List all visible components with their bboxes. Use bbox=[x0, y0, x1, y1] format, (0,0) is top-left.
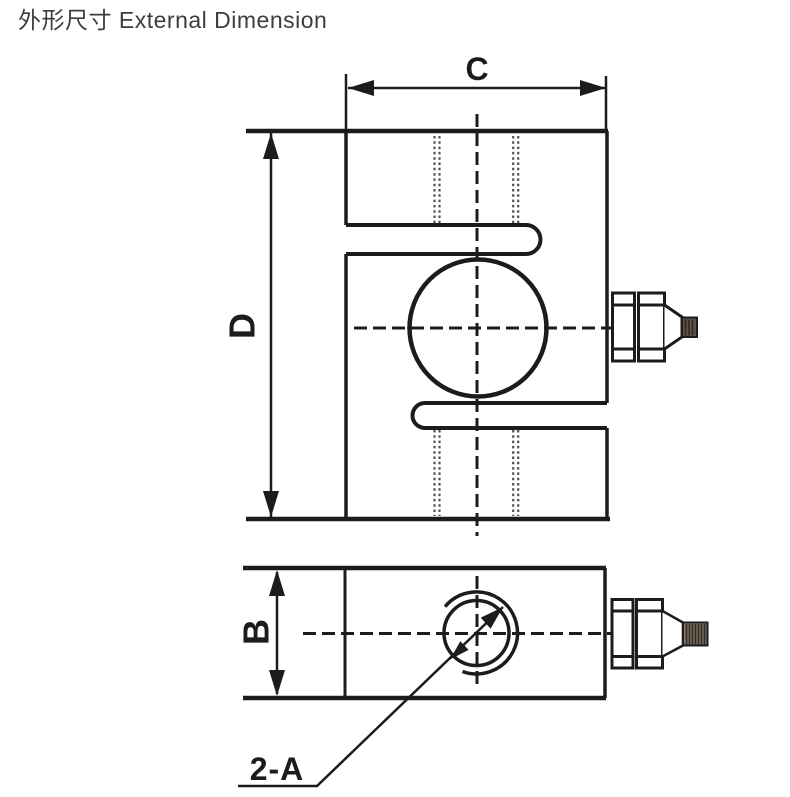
thread-callout-leader bbox=[238, 606, 504, 788]
gland-nut-1 bbox=[611, 291, 636, 363]
upper-slot bbox=[346, 223, 543, 256]
b-arrow-top bbox=[269, 570, 285, 596]
page-title: 外形尺寸 External Dimension bbox=[18, 7, 328, 33]
dim-label-c: C bbox=[465, 51, 488, 87]
gland-nut-1 bbox=[610, 598, 635, 670]
gland-cone bbox=[663, 303, 684, 351]
dim-label-d: D bbox=[222, 313, 263, 339]
side-view bbox=[238, 565, 709, 788]
c-arrow-left bbox=[348, 80, 374, 96]
d-arrow-bottom bbox=[263, 491, 279, 517]
dimension-b bbox=[269, 570, 285, 696]
gland-cone bbox=[661, 609, 685, 658]
dimension-d bbox=[263, 133, 279, 517]
cable-gland-front bbox=[611, 291, 698, 363]
d-arrow-top bbox=[263, 133, 279, 159]
dim-label-b: B bbox=[236, 619, 277, 645]
dimension-c bbox=[344, 74, 608, 131]
gland-nut-2 bbox=[637, 291, 666, 363]
lower-slot bbox=[410, 401, 607, 430]
thread-callout-label: 2-A bbox=[250, 751, 305, 787]
c-arrow-right bbox=[580, 80, 606, 96]
thread-arc bbox=[443, 590, 520, 676]
leader-arrow-inner bbox=[450, 641, 469, 660]
thread-hidden-lines bbox=[433, 136, 520, 516]
leader-arrow-outer bbox=[480, 607, 503, 629]
threaded-hole-circle bbox=[442, 598, 511, 668]
front-view bbox=[246, 74, 698, 536]
b-arrow-bottom bbox=[269, 670, 285, 696]
leader-line bbox=[238, 606, 504, 788]
cable-gland-side bbox=[610, 598, 709, 670]
